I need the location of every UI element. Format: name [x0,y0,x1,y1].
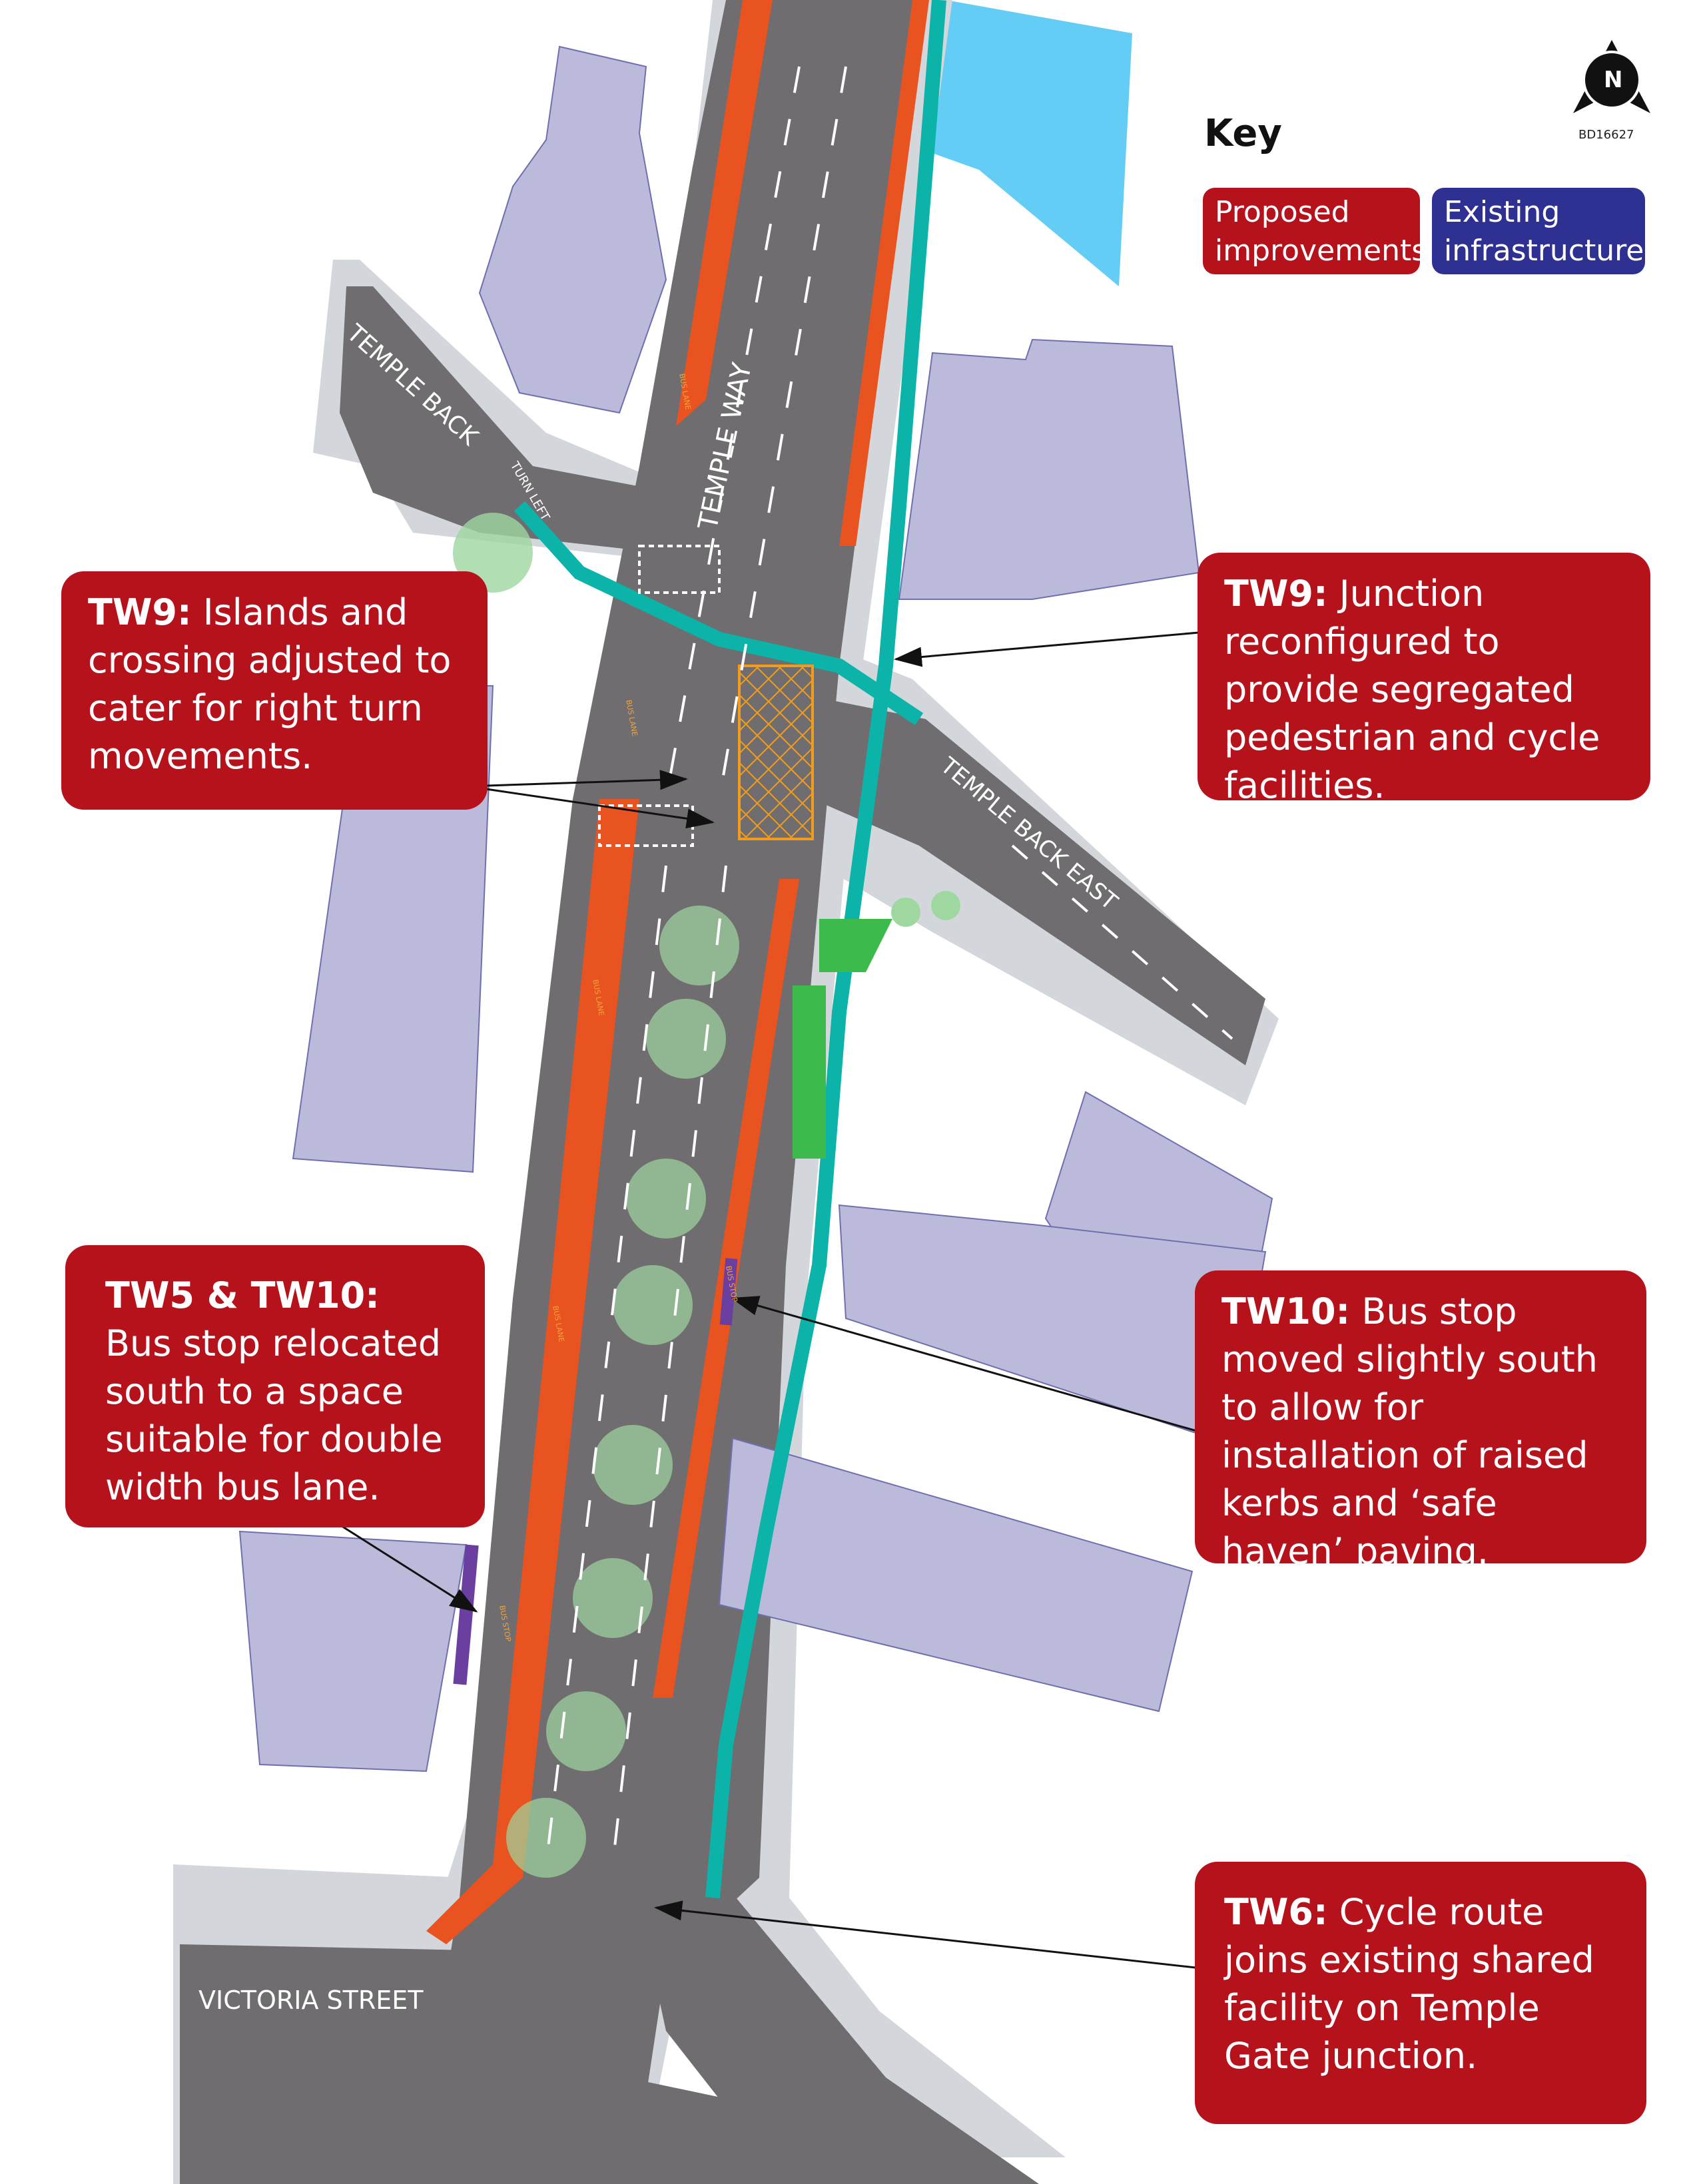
green-verge [819,919,892,972]
tree [573,1558,653,1638]
water-area [932,0,1132,286]
callout-tw6-label: TW6: [1224,1891,1328,1933]
building [898,338,1200,600]
yellow-box-junction [738,665,814,840]
tree [891,898,920,927]
tree [931,891,960,920]
pointer-tw9-islands-a [486,770,688,790]
north-arrow-icon [1573,40,1650,113]
road-temple-gate [633,1878,1039,2184]
cycle-track [705,0,946,1898]
callout-tw6: TW6: Cycle route joins existing shared f… [1195,1862,1646,2124]
callout-tw9-islands-text: Islands and crossing adjusted to cater f… [88,591,452,777]
callout-tw9-islands-label: TW9: [88,591,192,633]
bus-lane-west-south [426,799,639,1944]
callout-tw5-tw10-text: Bus stop relocated south to a space suit… [105,1322,443,1508]
tree [626,1159,706,1238]
building [238,1530,468,1773]
tree [506,1798,586,1878]
north-arrow-letter: N [1604,67,1623,93]
pedestrian-crossing [638,545,721,594]
callout-tw10-bus-stop: TW10: Bus stop moved slightly south to a… [1195,1270,1646,1572]
cycle-track-crossing [513,501,924,726]
bus-stop-marker-west [453,1544,479,1685]
callout-tw10-bus-stop-text: Bus stop moved slightly south to allow f… [1221,1290,1598,1572]
key-proposed: Proposed improvements [1203,188,1427,274]
building [478,45,667,414]
building [718,1437,1194,1713]
key-proposed-label: Proposed improvements [1215,195,1427,268]
tree [613,1265,693,1345]
callout-tw9-junction: TW9: Junction reconfigured to provide se… [1197,553,1650,806]
tree [659,906,739,985]
road-temple-way [413,0,926,2184]
callout-tw9-islands: TW9: Islands and crossing adjusted to ca… [61,571,488,810]
key-existing-label: Existing infrastructure [1444,195,1644,268]
pointer-tw6 [654,1900,1196,1969]
lane-marking [718,66,847,800]
lane-marking [1011,844,1233,1040]
callout-tw5-tw10: TW5 & TW10: Bus stop relocated south to … [65,1245,485,1527]
pointer-tw5-tw10 [339,1523,478,1613]
callout-tw10-bus-stop-label: TW10: [1221,1290,1351,1332]
callout-tw5-tw10-label: TW5 & TW10: [105,1274,380,1316]
green-verge [793,985,826,1159]
key-existing: Existing infrastructure [1432,188,1645,274]
callout-tw6-text: Cycle route joins existing shared facili… [1224,1891,1594,2077]
lane-marking [665,66,801,800]
tree [646,999,726,1079]
pointer-tw9-junction [894,631,1199,667]
pointer-tw9-islands-b [486,788,715,829]
bus-lane-west-north [676,0,773,426]
key-title: Key [1204,112,1282,155]
street-label-victoria-street: VICTORIA STREET [198,1986,424,2015]
road-temple-back [340,286,673,553]
road-temple-back-east [813,699,1265,1065]
north-arrow-code: BD16627 [1578,128,1634,142]
tree [593,1425,673,1505]
tree [546,1691,626,1771]
pointer-tw10 [731,1296,1199,1433]
bus-lane-east-north [839,0,929,546]
lane-marking [611,865,727,1865]
road-victoria-street [180,1944,919,2184]
callout-tw9-junction-label: TW9: [1224,573,1328,615]
lane-marking [545,865,667,1865]
callout-tw9-junction-text: Junction reconfigured to provide segrega… [1224,573,1600,806]
